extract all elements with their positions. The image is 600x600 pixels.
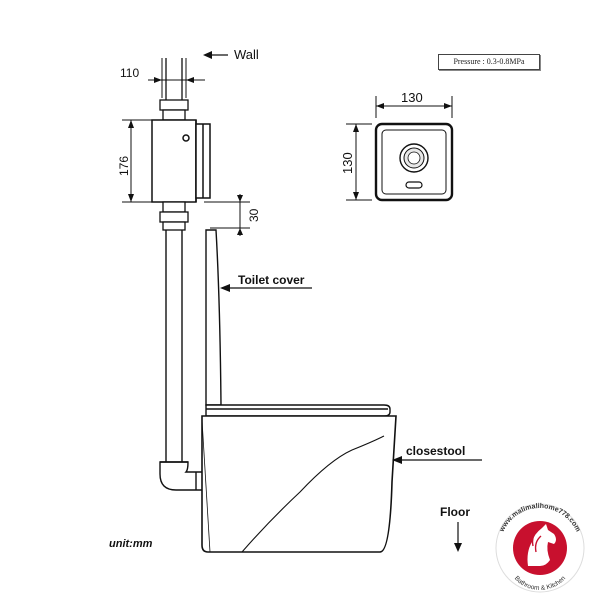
dim-arrow-110-left [154, 77, 162, 83]
dim-arrow-30-top [237, 195, 243, 202]
sensor-eye-icon [399, 143, 429, 173]
toilet-cover-arrow [220, 284, 312, 292]
floor-arrow [454, 522, 462, 552]
closestool-label: closestool [406, 444, 465, 458]
unit-label: unit:mm [109, 538, 153, 550]
dim-arrow-110-right [186, 77, 194, 83]
dim-panel-height [346, 123, 372, 201]
brand-logo: www.malimalihome778.com Bathroom & Kitch… [495, 503, 585, 593]
pressure-box: Pressure : 0.3-0.8MPa [438, 54, 540, 70]
pipe-elbow [159, 461, 205, 491]
toilet-cover [205, 229, 222, 406]
toilet-seat [205, 404, 391, 417]
closestool-bowl [201, 415, 397, 553]
dim-30-label: 30 [247, 208, 261, 222]
bottom-connector-nut [159, 201, 189, 231]
horse-head-icon [527, 524, 556, 566]
dim-arrow-176-top [128, 120, 134, 128]
sensor-indicator-icon [405, 181, 423, 189]
wall-label: Wall [234, 47, 259, 62]
toilet-cover-label: Toilet cover [238, 273, 305, 287]
floor-label: Floor [440, 505, 470, 519]
dim-110-label: 110 [120, 66, 139, 80]
dim-176-label: 176 [117, 156, 131, 176]
flush-valve-body [151, 119, 211, 203]
dim-arrow-30-bottom [237, 228, 243, 235]
closestool-arrow [392, 456, 482, 464]
dim-arrow-176-bottom [128, 194, 134, 202]
wall-arrow [203, 51, 228, 59]
inlet-pipe-top [165, 58, 183, 100]
dim-arrow-ph-bottom [353, 192, 359, 200]
dim-panel-width-label: 130 [401, 90, 423, 105]
dim-panel-width [375, 96, 453, 118]
top-connector-nut [159, 99, 189, 121]
dim-arrow-ph-top [353, 124, 359, 132]
dim-176 [122, 119, 152, 203]
flush-pipe [165, 230, 183, 468]
dim-arrow-pw-right [444, 103, 452, 109]
dim-panel-height-label: 130 [340, 152, 355, 174]
dim-arrow-pw-left [376, 103, 384, 109]
